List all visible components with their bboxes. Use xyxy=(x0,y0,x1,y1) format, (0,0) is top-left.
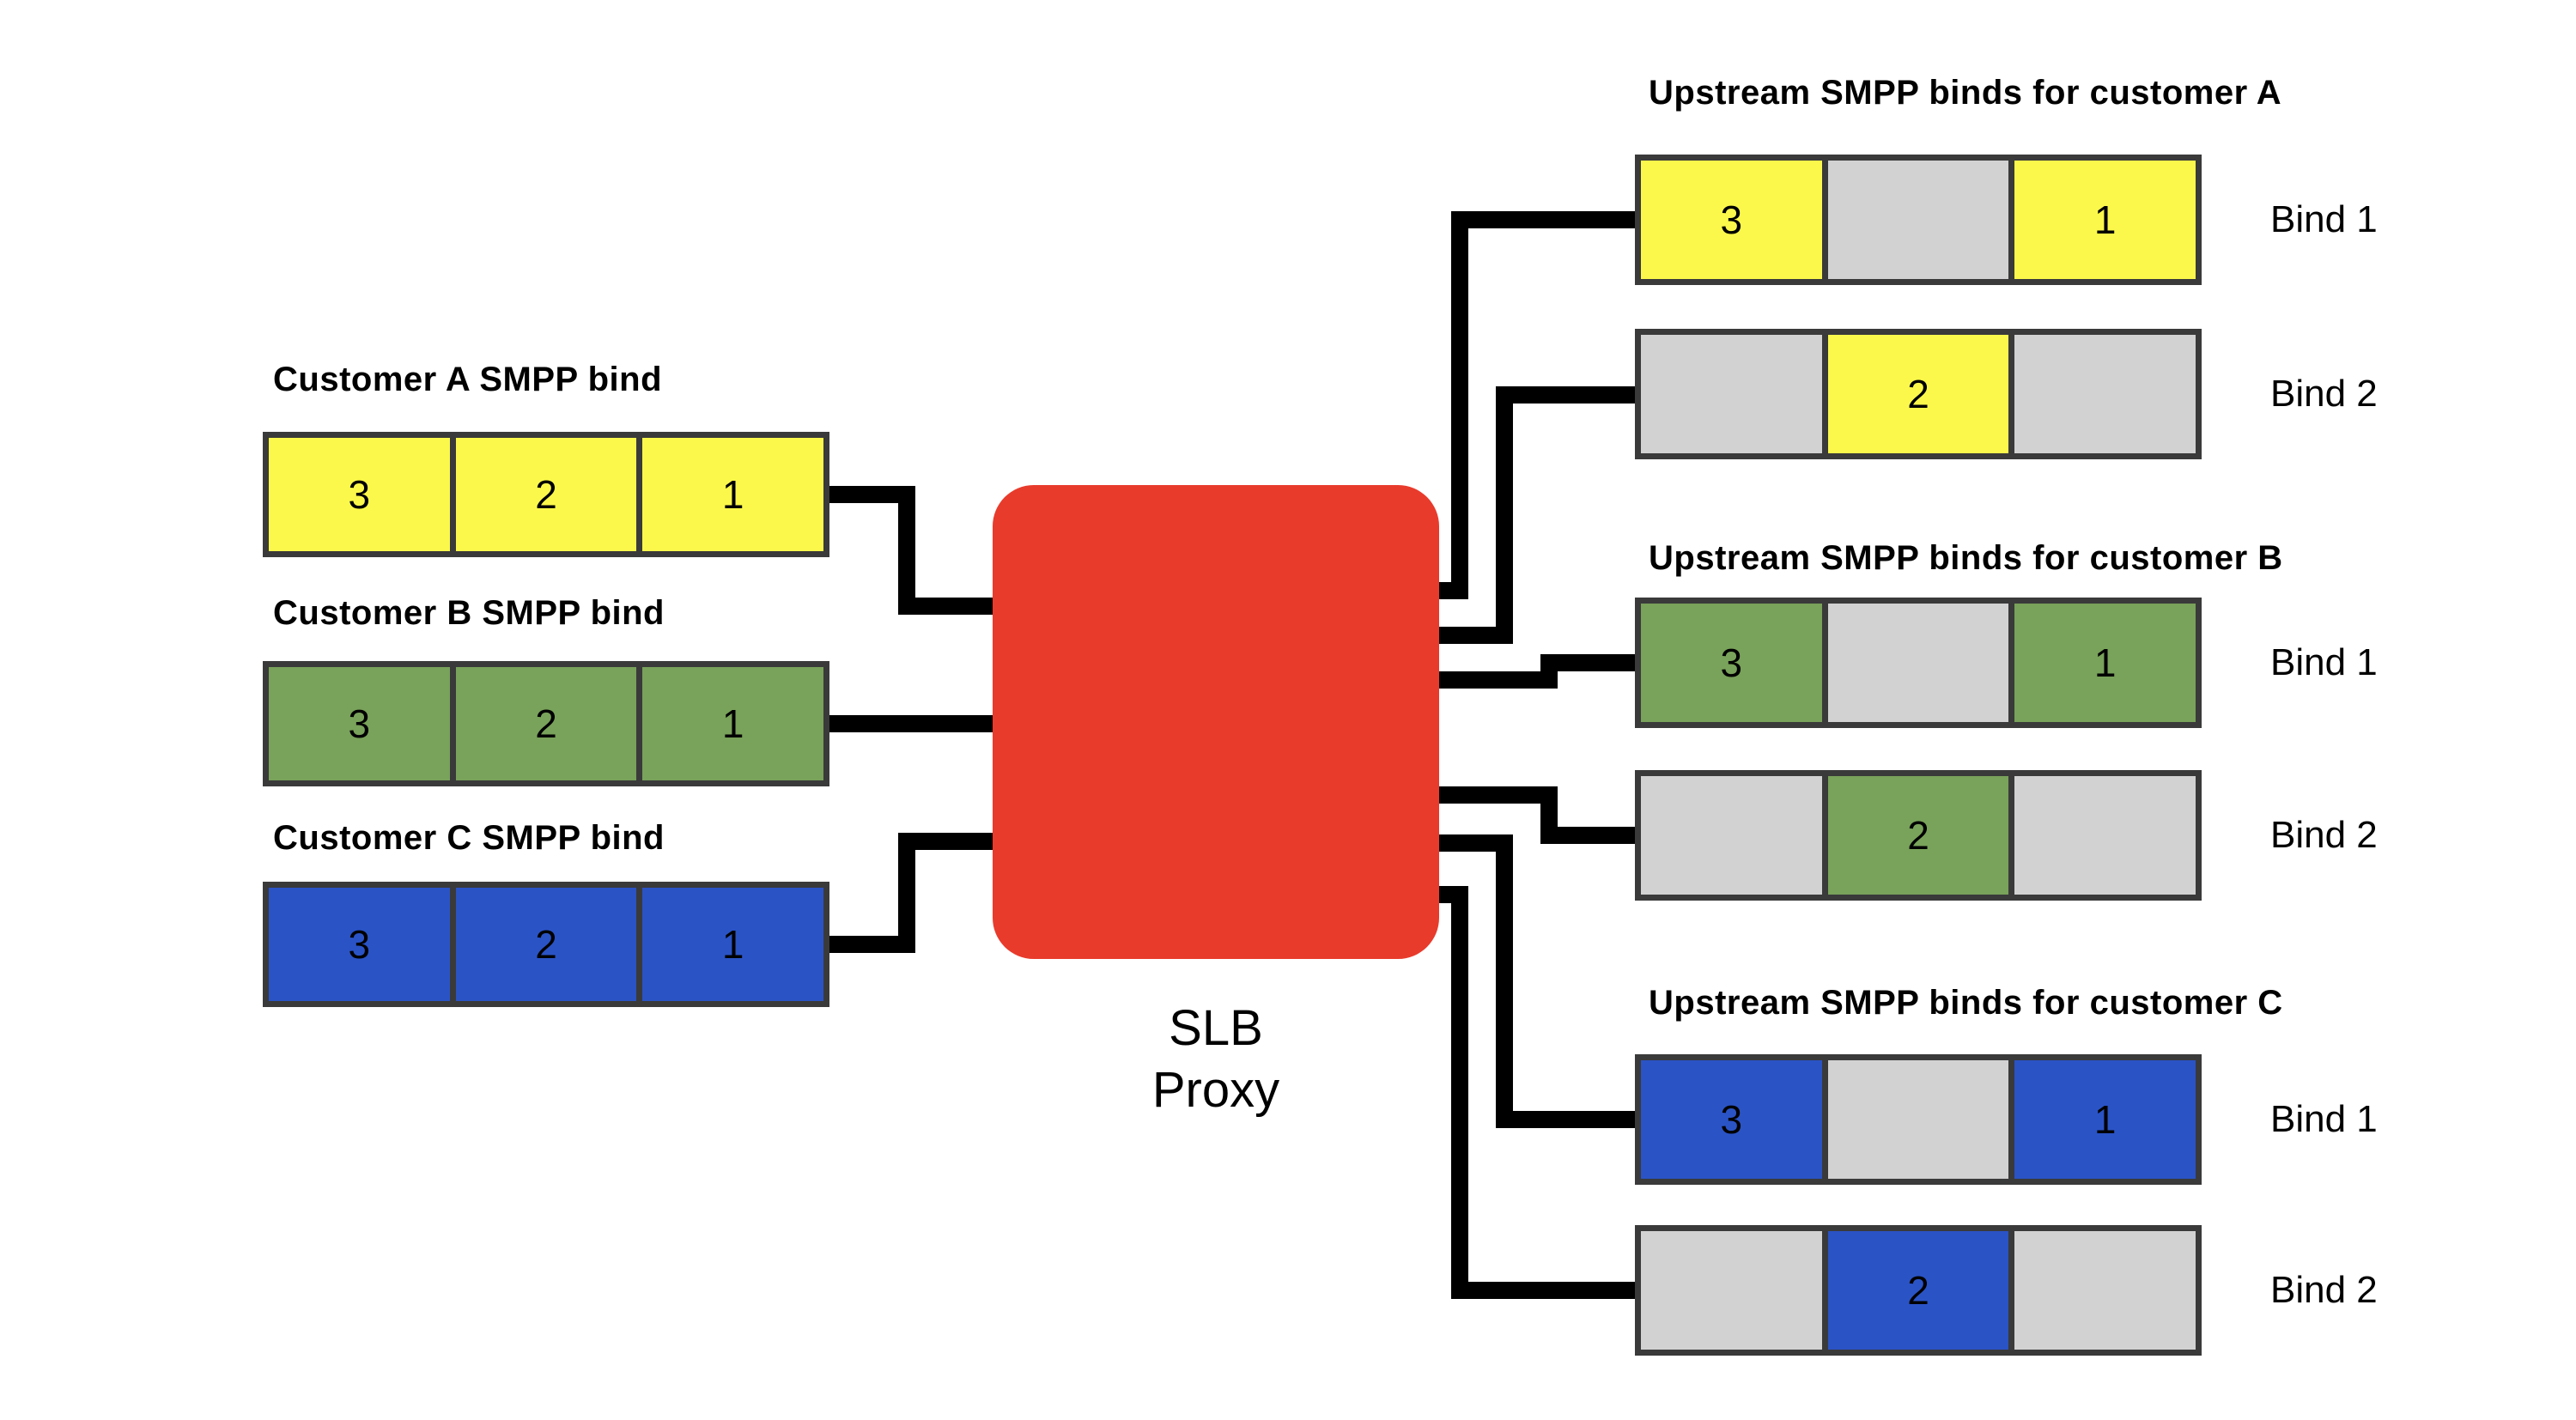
session-slot: 1 xyxy=(2008,155,2202,285)
upstream-a-bind2-row: 2 xyxy=(1635,329,2202,459)
empty-slot xyxy=(2008,1225,2202,1356)
upstream-c-bind1-label: Bind 1 xyxy=(2270,1098,2378,1140)
session-slot: 1 xyxy=(2008,1054,2202,1185)
upstream-c-bind2-row: 2 xyxy=(1635,1225,2202,1356)
wire-proxy-to-a-bind2 xyxy=(1417,386,1640,644)
upstream-a-bind1-label: Bind 1 xyxy=(2270,198,2378,240)
session-slot: 1 xyxy=(636,661,830,786)
wire-proxy-to-b-bind1 xyxy=(1417,654,1640,689)
customer-c-bind-title: Customer C SMPP bind xyxy=(273,819,665,857)
empty-slot xyxy=(2008,329,2202,459)
upstream-b-bind2-label: Bind 2 xyxy=(2270,814,2378,856)
upstream-c-bind1-row: 3 1 xyxy=(1635,1054,2202,1185)
wire-proxy-to-b-bind2 xyxy=(1417,786,1640,844)
upstream-a-bind2-label: Bind 2 xyxy=(2270,373,2378,415)
session-slot: 3 xyxy=(1635,598,1828,728)
upstream-c-title: Upstream SMPP binds for customer C xyxy=(1649,984,2283,1022)
session-slot: 1 xyxy=(636,882,830,1007)
wire-proxy-to-c-bind1 xyxy=(1417,834,1640,1128)
upstream-b-bind2-row: 2 xyxy=(1635,770,2202,901)
wire-customer-c-to-proxy xyxy=(824,833,1013,953)
session-slot: 3 xyxy=(263,661,456,786)
empty-slot xyxy=(1821,1054,2015,1185)
session-slot: 2 xyxy=(1821,1225,2015,1356)
wire-proxy-to-a-bind1 xyxy=(1417,211,1640,599)
session-slot: 2 xyxy=(449,432,643,557)
empty-slot xyxy=(2008,770,2202,901)
session-slot: 2 xyxy=(449,661,643,786)
session-slot: 1 xyxy=(2008,598,2202,728)
session-slot: 2 xyxy=(1821,329,2015,459)
session-slot: 2 xyxy=(1821,770,2015,901)
session-slot: 3 xyxy=(1635,1054,1828,1185)
wire-customer-a-to-proxy xyxy=(824,486,1013,615)
session-slot: 2 xyxy=(449,882,643,1007)
upstream-a-title: Upstream SMPP binds for customer A xyxy=(1649,74,2282,112)
session-slot: 3 xyxy=(1635,155,1828,285)
customer-b-bind-row: 3 2 1 xyxy=(263,661,830,786)
upstream-b-bind1-label: Bind 1 xyxy=(2270,641,2378,683)
empty-slot xyxy=(1821,598,2015,728)
empty-slot xyxy=(1635,329,1828,459)
upstream-c-bind2-label: Bind 2 xyxy=(2270,1269,2378,1311)
customer-c-bind-row: 3 2 1 xyxy=(263,882,830,1007)
upstream-a-bind1-row: 3 1 xyxy=(1635,155,2202,285)
upstream-b-title: Upstream SMPP binds for customer B xyxy=(1649,539,2283,577)
session-slot: 3 xyxy=(263,432,456,557)
customer-a-bind-title: Customer A SMPP bind xyxy=(273,361,663,398)
session-slot: 1 xyxy=(636,432,830,557)
empty-slot xyxy=(1635,770,1828,901)
slb-proxy-box xyxy=(993,485,1439,959)
empty-slot xyxy=(1635,1225,1828,1356)
slb-proxy-label-line1: SLB xyxy=(1169,1000,1263,1056)
slb-proxy-label-line2: Proxy xyxy=(1151,1062,1280,1118)
empty-slot xyxy=(1821,155,2015,285)
wire-proxy-to-c-bind2 xyxy=(1417,886,1640,1299)
slb-proxy-label: SLB Proxy xyxy=(993,998,1439,1121)
customer-b-bind-title: Customer B SMPP bind xyxy=(273,594,665,632)
upstream-b-bind1-row: 3 1 xyxy=(1635,598,2202,728)
customer-a-bind-row: 3 2 1 xyxy=(263,432,830,557)
session-slot: 3 xyxy=(263,882,456,1007)
